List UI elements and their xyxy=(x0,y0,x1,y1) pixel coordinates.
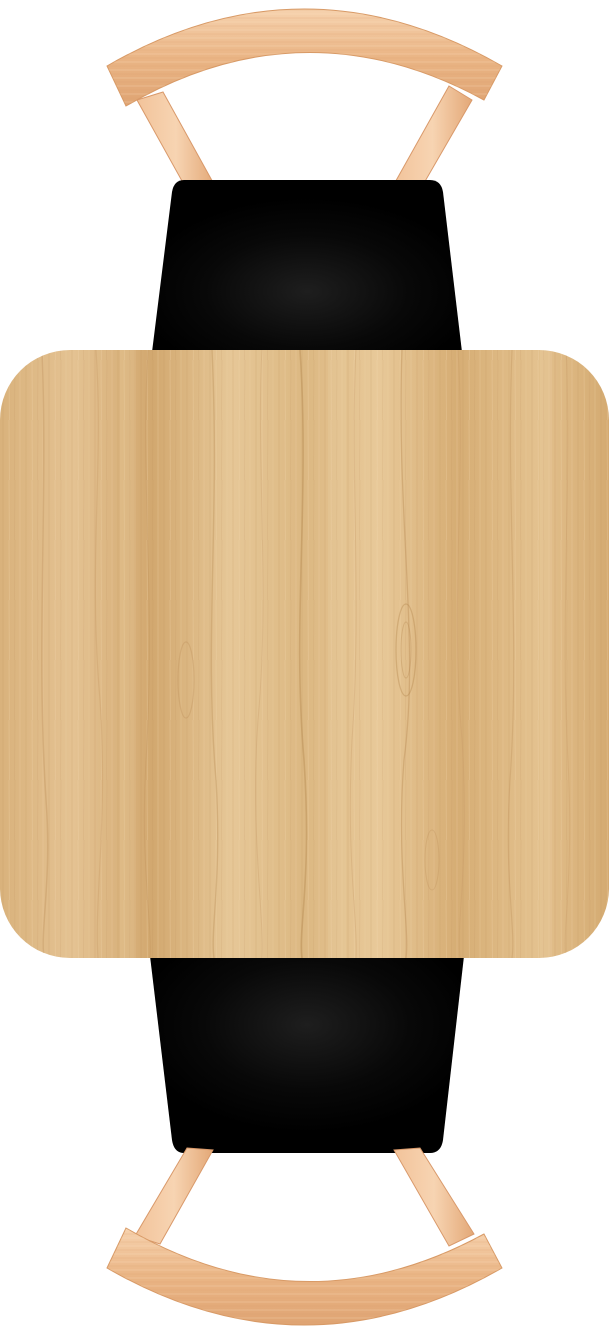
chair-bottom-seat xyxy=(150,956,464,1153)
chair-top-right-strut xyxy=(392,85,473,191)
chair-bottom-left-strut xyxy=(134,1147,214,1245)
chair-top-left-strut xyxy=(136,91,216,191)
chair-bottom-right-strut xyxy=(393,1147,475,1247)
chair-bottom[interactable] xyxy=(106,956,503,1326)
table-top[interactable] xyxy=(0,350,609,958)
chair-top-backrest xyxy=(106,8,503,107)
chair-top-seat xyxy=(152,180,462,352)
chair-top[interactable] xyxy=(106,8,503,352)
chair-bottom-backrest xyxy=(106,1227,503,1326)
table-wood-grain xyxy=(0,350,609,958)
